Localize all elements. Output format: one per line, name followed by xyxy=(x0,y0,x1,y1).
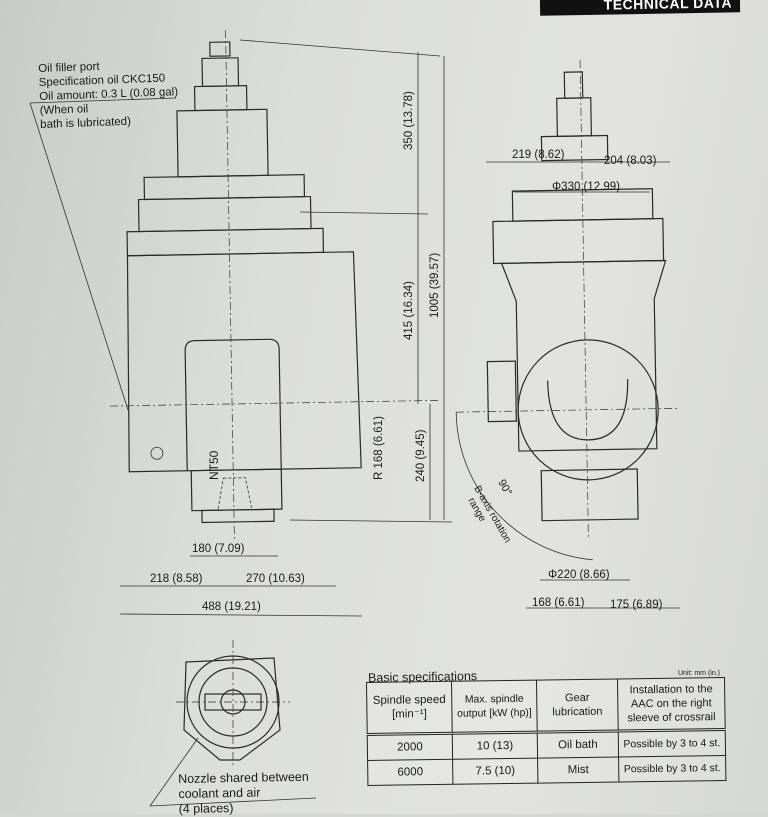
table-row: 6000 7.5 (10) Mist Possible by 3 to 4 st… xyxy=(367,755,726,786)
note-line: Nozzle shared between xyxy=(178,769,309,786)
nozzle-note: Nozzle shared between coolant and air (4… xyxy=(178,770,309,817)
leader-line xyxy=(29,102,129,411)
dim-180: 180 (7.09) xyxy=(192,543,245,555)
front-dimensions: 350 (13.78) 415 (16.34) 1005 (39.57) R 1… xyxy=(119,39,453,617)
dim-168: 168 (6.61) xyxy=(532,597,585,609)
cell-output: 7.5 (10) xyxy=(452,758,538,785)
specs-table: Spindle speed [min⁻¹] Max. spindle outpu… xyxy=(366,676,727,786)
side-view xyxy=(455,59,681,561)
cell-speed: 2000 xyxy=(367,733,453,761)
dim-270: 270 (10.63) xyxy=(246,573,305,585)
dim-350: 350 (13.78) xyxy=(403,91,415,150)
cell-installation: Possible by 3 to 4 st. xyxy=(618,755,726,782)
dim-219: 219 (8.62) xyxy=(512,149,565,161)
dim-488: 488 (19.21) xyxy=(202,601,261,613)
dim-phi220: Φ220 (8.66) xyxy=(548,569,610,581)
unit-label: Unit: mm (in.) xyxy=(678,670,720,677)
angle-90: 90° xyxy=(495,478,514,498)
cell-speed: 6000 xyxy=(367,759,453,786)
note-line: (4 places) xyxy=(178,801,234,816)
dim-1005: 1005 (39.57) xyxy=(429,253,441,318)
cell-lubrication: Mist xyxy=(537,756,619,784)
leader-line xyxy=(29,97,177,104)
dim-204: 204 (8.03) xyxy=(604,155,657,167)
dim-415: 415 (16.34) xyxy=(403,281,415,340)
dim-218: 218 (8.58) xyxy=(150,573,203,585)
col-gear-lubrication: Gear lubrication xyxy=(536,678,619,733)
col-installation: Installation to the AAC on the right sle… xyxy=(617,677,726,731)
dim-240: 240 (9.45) xyxy=(415,429,427,482)
cell-lubrication: Oil bath xyxy=(537,730,619,759)
dim-175: 175 (6.89) xyxy=(610,599,663,611)
dim-r168: R 168 (6.61) xyxy=(373,416,385,480)
col-max-output: Max. spindle output [kW (hp)] xyxy=(451,680,538,734)
table-header-row: Spindle speed [min⁻¹] Max. spindle outpu… xyxy=(366,677,726,735)
cell-output: 10 (13) xyxy=(452,732,538,760)
model-label: NT50 xyxy=(207,450,221,480)
dim-phi330: Φ330 (12.99) xyxy=(552,181,620,193)
bottom-view xyxy=(149,640,317,807)
col-spindle-speed: Spindle speed [min⁻¹] xyxy=(366,681,453,735)
cell-installation: Possible by 3 to 4 st. xyxy=(618,729,726,757)
oil-filler-note: Oil filler port Specification oil CKC150… xyxy=(38,57,179,132)
